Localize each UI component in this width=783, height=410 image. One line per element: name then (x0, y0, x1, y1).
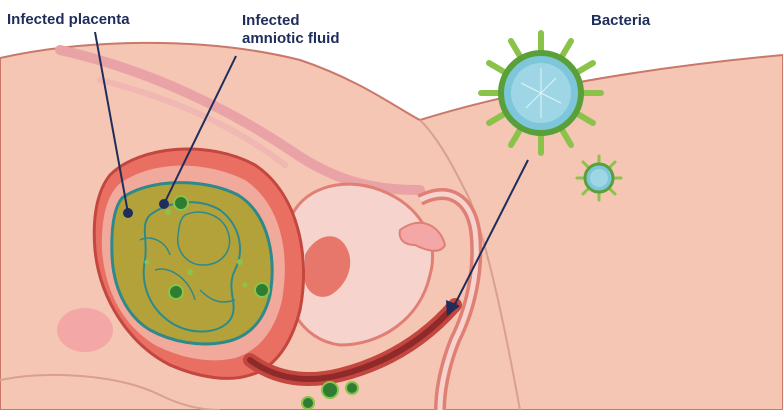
label-bacteria: Bacteria (591, 12, 650, 30)
label-infected-placenta: Infected placenta (7, 11, 130, 29)
label-infected-amniotic-fluid-line2: amniotic fluid (242, 30, 340, 48)
pelvic-organ (57, 308, 113, 352)
label-infected-amniotic-fluid-line1: Infected (242, 12, 340, 30)
infection-spot-small (165, 209, 171, 215)
infection-spot-small (243, 283, 248, 288)
pointer-dot-placenta (123, 208, 133, 218)
infection-spot (174, 196, 188, 210)
infection-spot (302, 397, 314, 409)
infection-spot (346, 382, 358, 394)
label-infected-amniotic-fluid: Infected amniotic fluid (242, 12, 340, 48)
infection-spot-small (187, 269, 193, 275)
infection-spot (169, 285, 183, 299)
infection-spot-small (145, 260, 150, 265)
infection-spot-small (237, 259, 243, 265)
infection-spot (255, 283, 269, 297)
bacterium-icon (577, 156, 621, 200)
pointer-dot-fluid (159, 199, 169, 209)
infection-spot (322, 382, 338, 398)
